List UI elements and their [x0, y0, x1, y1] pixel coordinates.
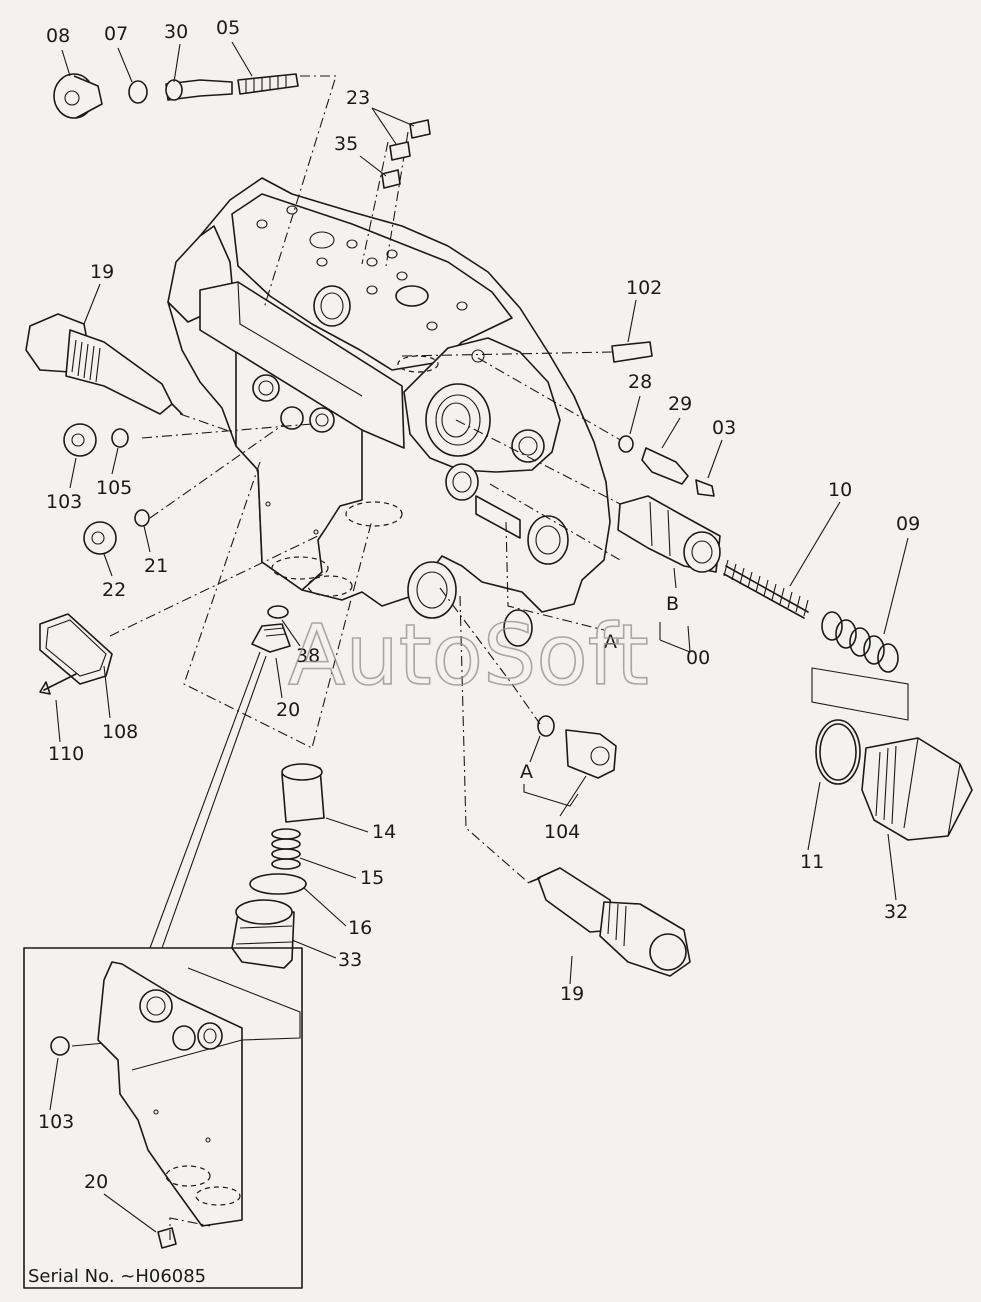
label-23: 23 — [346, 87, 370, 109]
label-38: 38 — [296, 645, 320, 667]
plug-33 — [231, 899, 295, 969]
label-30: 30 — [164, 21, 188, 43]
spring-10 — [723, 559, 809, 619]
label-105: 105 — [96, 477, 132, 499]
spool-00 — [617, 495, 721, 573]
part-labels: 08 07 30 05 23 35 19 102 28 29 03 103 10… — [38, 17, 920, 1193]
label-102: 102 — [626, 277, 662, 299]
label-leaders — [49, 41, 909, 1233]
label-110: 110 — [48, 743, 84, 765]
label-108: 108 — [102, 721, 138, 743]
label-32: 32 — [884, 901, 908, 923]
label-103-top: 103 — [46, 491, 82, 513]
label-11: 11 — [800, 851, 824, 873]
plug-20-38 — [251, 605, 291, 653]
label-21: 21 — [144, 555, 168, 577]
oring-11 — [815, 719, 861, 785]
plug-104 — [523, 715, 617, 807]
plug-22 — [83, 509, 150, 555]
serial-inset — [23, 947, 303, 1289]
watermark: AutoSoft — [288, 606, 649, 704]
plugs-23-35 — [381, 119, 431, 189]
cap-14 — [281, 763, 325, 823]
label-05: 05 — [216, 17, 240, 39]
label-14: 14 — [372, 821, 396, 843]
valve-body — [167, 177, 611, 647]
label-19-bottom: 19 — [560, 983, 584, 1005]
label-33: 33 — [338, 949, 362, 971]
label-08: 08 — [46, 25, 70, 47]
label-A-upper: A — [604, 631, 617, 653]
cartridge-19-lower — [529, 867, 691, 977]
label-15: 15 — [360, 867, 384, 889]
cartridge-19-left — [25, 313, 183, 415]
label-20-inset: 20 — [84, 1171, 108, 1193]
parts-102-28-29-03 — [611, 341, 715, 497]
label-28: 28 — [628, 371, 652, 393]
label-10: 10 — [828, 479, 852, 501]
oring-07 — [128, 80, 148, 104]
label-22: 22 — [102, 579, 126, 601]
spring-15 — [271, 828, 301, 870]
plug-08 — [53, 73, 103, 119]
spring-09 — [811, 611, 909, 721]
label-103-inset: 103 — [38, 1111, 74, 1133]
label-07: 07 — [104, 23, 128, 45]
label-35: 35 — [334, 133, 358, 155]
label-104: 104 — [544, 821, 580, 843]
plug-103-left — [63, 423, 129, 457]
label-20-main: 20 — [276, 699, 300, 721]
label-A-lower: A — [520, 761, 533, 783]
label-16: 16 — [348, 917, 372, 939]
gasket-108 — [39, 613, 113, 695]
label-B: B — [666, 593, 679, 615]
plug-32 — [861, 737, 973, 841]
label-00: 00 — [686, 647, 710, 669]
label-09: 09 — [896, 513, 920, 535]
ring-16 — [249, 873, 307, 895]
label-29: 29 — [668, 393, 692, 415]
serial-note: Serial No. ~H06085 — [28, 1266, 206, 1287]
label-19-top: 19 — [90, 261, 114, 283]
label-03: 03 — [712, 417, 736, 439]
spring-30-05 — [165, 73, 299, 101]
